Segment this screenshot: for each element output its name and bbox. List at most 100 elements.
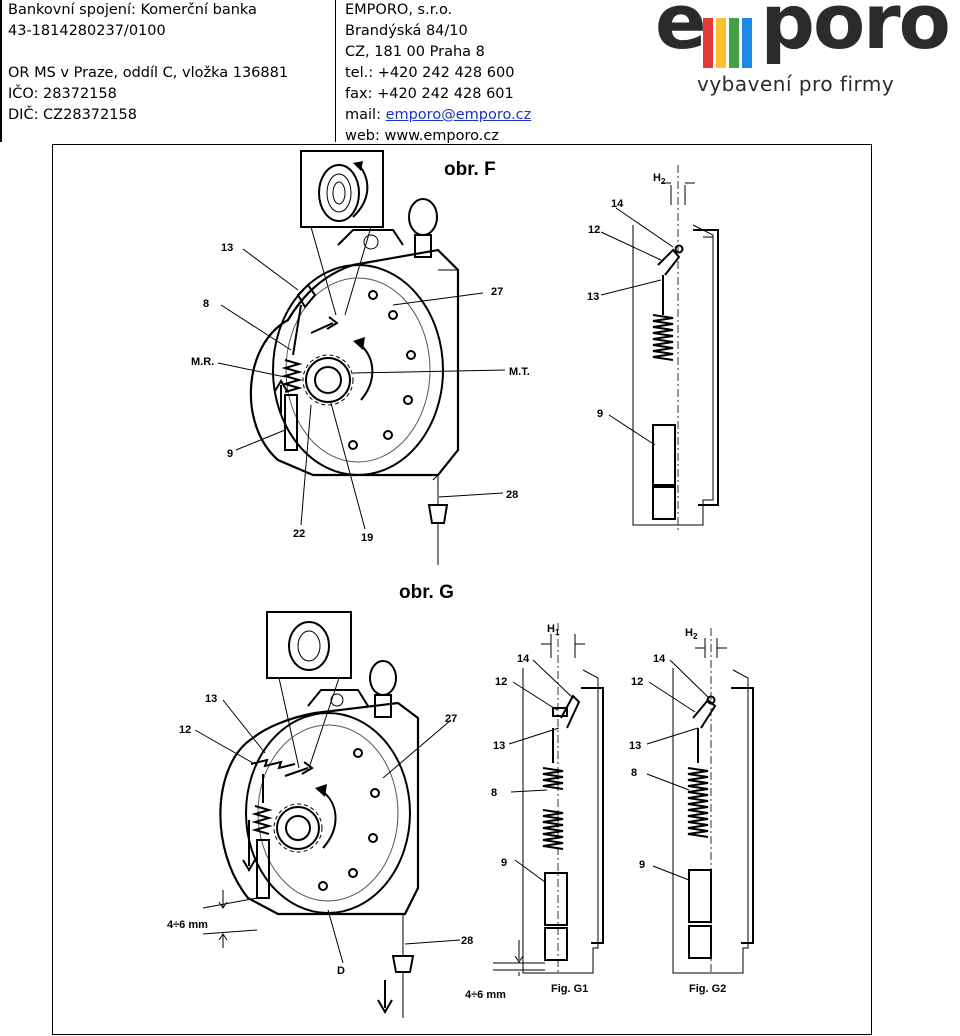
label-28: 28	[506, 489, 518, 501]
bank-line: Bankovní spojení: Komerční banka	[8, 2, 257, 18]
label-19: 19	[361, 532, 373, 544]
section-lever-g1	[560, 694, 581, 729]
bearing-detail-box-g	[266, 611, 352, 679]
label-13: 13	[221, 242, 233, 254]
g1-label-9: 9	[501, 857, 507, 869]
lever-spring-g	[250, 758, 296, 770]
logo-bar-red	[703, 18, 713, 68]
letterhead: Bankovní spojení: Komerční banka 43-1814…	[0, 0, 960, 144]
figure-g-panel: obr. G 4÷6 mm	[52, 578, 872, 1035]
g2-label-8: 8	[631, 767, 637, 779]
label-27: 27	[491, 286, 503, 298]
section-label-14: 14	[611, 198, 624, 210]
g2-label-13: 13	[629, 740, 641, 752]
drum-rim	[272, 264, 444, 476]
left-rule	[0, 0, 2, 142]
label-8: 8	[203, 298, 209, 310]
section-pin-g2	[688, 869, 712, 923]
label-mr: M.R.	[191, 356, 214, 368]
spring-g	[251, 805, 273, 835]
logo-bar-blue	[742, 18, 752, 68]
cable-stop-g	[391, 955, 415, 973]
eye-bolt	[408, 198, 438, 236]
section-pin-f	[652, 424, 676, 486]
phone: tel.: +420 242 428 600	[345, 65, 515, 81]
logo-tagline: vybavení pro firmy	[697, 72, 895, 96]
logo-bar-green	[729, 18, 739, 68]
dic-line: DIČ: CZ28372158	[8, 107, 137, 123]
section-label-9: 9	[597, 408, 603, 420]
company-contact: EMPORO, s.r.o. Brandýská 84/10 CZ, 181 0…	[345, 0, 531, 147]
section-label-13: 13	[587, 291, 599, 303]
dimension-arrows-icon	[218, 890, 228, 948]
drum-rim-g	[245, 712, 411, 914]
lever-arrow-g-icon	[284, 761, 314, 777]
section-spring-f	[652, 314, 674, 361]
spring	[281, 359, 303, 393]
pull-down-arrow-icon	[377, 980, 393, 1014]
section-view-g2	[672, 628, 754, 974]
g2-label-14: 14	[653, 653, 666, 665]
account-line: 43-1814280237/0100	[8, 23, 166, 39]
rotation-arrow-icon	[352, 164, 369, 218]
city: CZ, 181 00 Praha 8	[345, 44, 485, 60]
bearing-detail-box	[300, 150, 384, 228]
pin	[284, 394, 298, 451]
g1-label-13: 13	[493, 740, 505, 752]
street: Brandýská 84/10	[345, 23, 468, 39]
balancer-housing	[249, 248, 460, 477]
figure-g-drawing: 4÷6 mm 13 12 27 28 D	[167, 611, 754, 1018]
eye-bolt-g	[369, 660, 397, 696]
cable-stop	[427, 504, 449, 524]
g2-label-9: 9	[639, 859, 645, 871]
g1-label-14: 14	[517, 653, 530, 665]
section-label-h2: H2	[653, 172, 666, 186]
section-label-12: 12	[588, 224, 600, 236]
mail-line: mail: emporo@emporo.cz	[345, 107, 532, 123]
dimension-label: 4÷6 mm	[167, 919, 208, 931]
section-pin-g1	[544, 872, 568, 926]
label-28-g: 28	[461, 935, 473, 947]
g1-label-h1: H1	[547, 623, 560, 637]
balancer-housing-g	[219, 701, 420, 916]
figure-f-drawing: 13 8 M.R. 9 27 M.T. 28 22 19 14 1	[191, 150, 719, 565]
label-d-g: D	[337, 965, 345, 977]
section-view-f	[632, 165, 719, 530]
up-arrow-icon	[274, 379, 288, 413]
g2-label-12: 12	[631, 676, 643, 688]
section-spring-g1	[542, 809, 564, 850]
section-view-g1	[493, 623, 604, 976]
logo-bar-yellow	[716, 18, 726, 68]
label-12-g: 12	[179, 724, 191, 736]
figure-f-title: obr. F	[444, 159, 496, 180]
lever	[296, 283, 317, 309]
column-rule	[335, 0, 336, 142]
gear-wheel	[305, 357, 351, 403]
gear-wheel-g	[276, 806, 320, 850]
label-mt: M.T.	[509, 366, 530, 378]
email-link[interactable]: emporo@emporo.cz	[385, 107, 532, 123]
fax: fax: +420 242 428 601	[345, 86, 514, 102]
lever-arrow-icon	[310, 316, 339, 334]
web: web: www.emporo.cz	[345, 128, 499, 144]
g1-label-12: 12	[495, 676, 507, 688]
section-lever-f	[657, 248, 681, 276]
fig-g2-caption: Fig. G2	[689, 983, 726, 995]
bearing-ring	[318, 164, 360, 222]
label-27-g: 27	[445, 713, 457, 725]
label-13-g: 13	[205, 693, 217, 705]
register-line: OR MS v Praze, oddíl C, vložka 136881	[8, 65, 289, 81]
logo-m-bars	[703, 18, 752, 68]
drum-rotation-arrow-icon	[357, 342, 374, 401]
figure-f-panel: obr. F	[52, 144, 872, 580]
drum-rotation-arrow-g-icon	[320, 789, 337, 849]
pin-g	[256, 839, 270, 899]
section-spring-g2	[687, 767, 709, 838]
ico-line: IČO: 28372158	[8, 86, 117, 102]
company-name: EMPORO, s.r.o.	[345, 2, 453, 18]
label-22: 22	[293, 528, 305, 540]
g1-label-8: 8	[491, 787, 497, 799]
fig-g1-caption: Fig. G1	[551, 983, 588, 995]
g2-label-h2: H2	[685, 627, 698, 641]
